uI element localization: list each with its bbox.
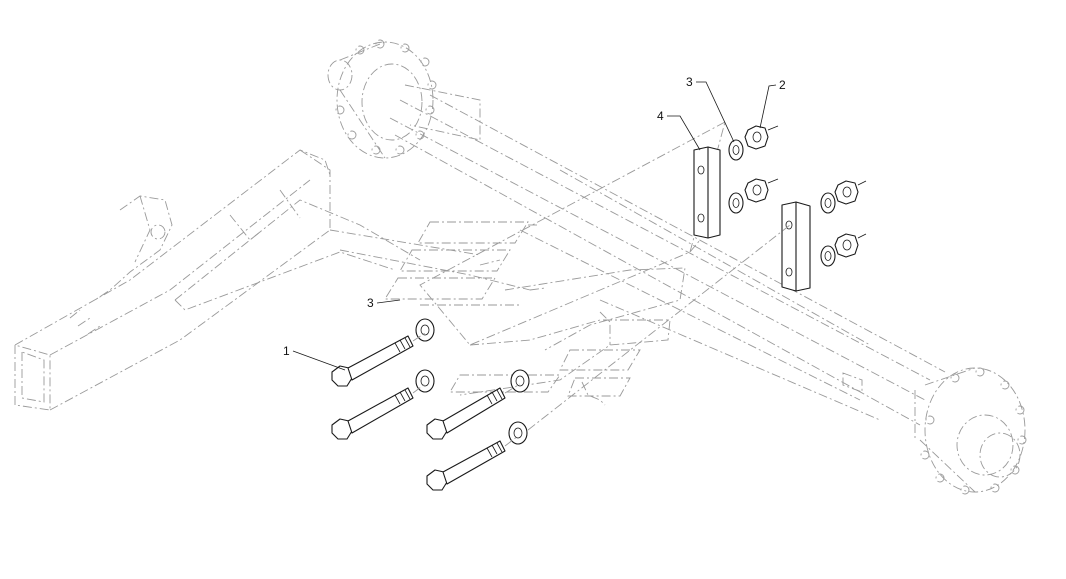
callout-2: 2 bbox=[759, 78, 786, 129]
callout-label-3-top: 3 bbox=[686, 75, 693, 89]
washers-upper bbox=[728, 139, 836, 267]
bolt bbox=[331, 335, 414, 387]
bolt bbox=[426, 440, 506, 491]
nut bbox=[834, 233, 859, 258]
nut bbox=[744, 178, 769, 203]
bolt bbox=[426, 387, 506, 440]
right-wheel-hub-ghost bbox=[842, 367, 1027, 495]
callout-3-left: 3 bbox=[367, 296, 401, 310]
part-2-nuts bbox=[744, 125, 867, 258]
callout-label-2: 2 bbox=[779, 78, 786, 92]
leaf-spring-pack-ghost bbox=[384, 121, 726, 406]
chassis-frame-ghost bbox=[14, 149, 531, 411]
left-wheel-hub-ghost bbox=[327, 39, 481, 159]
washers-lower bbox=[415, 318, 530, 445]
callout-label-4: 4 bbox=[657, 109, 664, 123]
nut bbox=[744, 125, 769, 150]
callout-1: 1 bbox=[283, 344, 346, 371]
part-3-clamp-plate bbox=[781, 201, 811, 292]
nut bbox=[834, 180, 859, 205]
callout-3-top: 3 bbox=[686, 75, 735, 143]
bolt bbox=[331, 387, 414, 440]
axle-beam-ghost bbox=[389, 94, 946, 426]
callout-label-3-left: 3 bbox=[367, 296, 374, 310]
callout-4: 4 bbox=[657, 109, 701, 151]
part-1-bolts bbox=[331, 224, 791, 491]
part-4-clamp-plate bbox=[693, 146, 721, 239]
callout-label-1: 1 bbox=[283, 344, 290, 358]
